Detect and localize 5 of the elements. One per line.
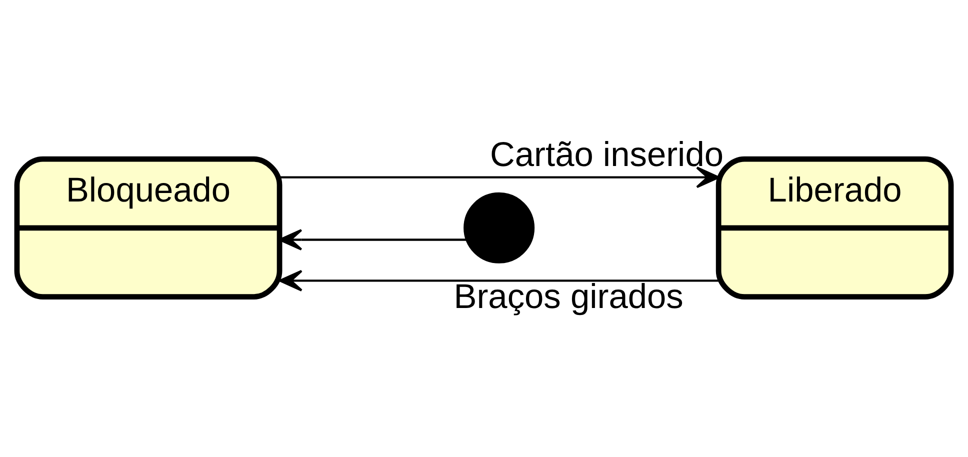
arrow: [278, 269, 718, 291]
node-circle: [464, 192, 535, 263]
arrow: [280, 166, 720, 188]
node-box: Bloqueado: [14, 156, 282, 299]
edge-label: Braços girados: [454, 278, 684, 316]
